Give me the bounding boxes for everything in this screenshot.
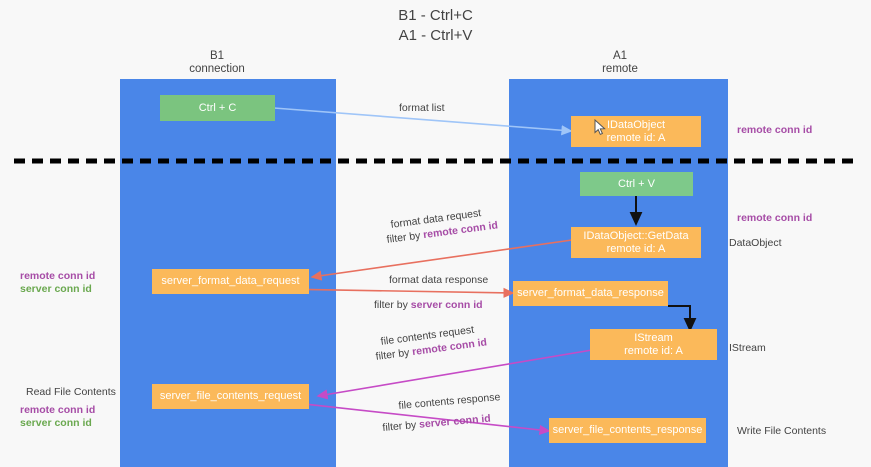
- node-idataobject[interactable]: IDataObject remote id: A: [571, 116, 701, 147]
- filter-key-server-conn-id: server conn id: [418, 412, 492, 431]
- lane-header-a1-line2: remote: [602, 63, 638, 75]
- node-ctrl-v[interactable]: Ctrl + V: [580, 172, 693, 196]
- node-server-format-data-request[interactable]: server_format_data_request: [152, 269, 309, 294]
- node-server-format-data-response-label: server_format_data_response: [517, 287, 664, 299]
- node-ctrl-v-label: Ctrl + V: [618, 177, 655, 190]
- edge-label-format-data-response: format data response: [389, 274, 489, 286]
- node-istream-line1: IStream: [634, 331, 673, 344]
- side-label-read-file-contents: Read File Contents: [26, 386, 116, 398]
- edge-label-file-contents-response-filter: filter by server conn id: [382, 413, 491, 435]
- node-server-file-contents-response-label: server_file_contents_response: [552, 424, 703, 436]
- node-istream-line2: remote id: A: [624, 344, 683, 357]
- node-getdata-line1: IDataObject::GetData: [583, 229, 689, 242]
- side-label-dataobject: DataObject: [729, 237, 782, 249]
- node-ctrl-c[interactable]: Ctrl + C: [160, 95, 275, 121]
- node-server-file-contents-request[interactable]: server_file_contents_request: [152, 384, 309, 409]
- lane-header-a1: A1 remote: [555, 50, 685, 76]
- filter-key-server-conn-id: server conn id: [410, 299, 483, 311]
- lane-header-b1-line2: connection: [189, 63, 245, 75]
- page-title: B1 - Ctrl+C A1 - Ctrl+V: [0, 6, 871, 46]
- side-label-write-file-contents: Write File Contents: [737, 425, 827, 437]
- title-line-1: B1 - Ctrl+C: [398, 7, 473, 24]
- lane-header-b1: B1 connection: [152, 50, 282, 76]
- mouse-cursor-icon: [594, 119, 606, 136]
- node-server-format-data-request-label: server_format_data_request: [161, 275, 300, 287]
- node-idataobject-line2: remote id: A: [606, 131, 666, 144]
- node-server-format-data-response[interactable]: server_format_data_response: [513, 281, 668, 306]
- edge-label-format-data-response-filter: filter by server conn id: [374, 299, 483, 312]
- node-server-file-contents-response[interactable]: server_file_contents_response: [549, 418, 706, 443]
- side-label-left-server-conn-id-2: server conn id: [20, 417, 92, 429]
- side-label-left-remote-conn-id-2: remote conn id: [20, 404, 96, 416]
- side-label-remote-conn-id-top: remote conn id: [737, 124, 813, 136]
- title-line-2: A1 - Ctrl+V: [398, 27, 473, 44]
- filter-prefix: filter by: [374, 299, 411, 311]
- side-label-left-remote-conn-id: remote conn id: [20, 270, 96, 282]
- node-istream[interactable]: IStream remote id: A: [590, 329, 717, 360]
- edge-label-format-list: format list: [399, 102, 445, 114]
- lane-header-b1-line1: B1: [209, 50, 225, 62]
- lane-header-a1-line1: A1: [612, 50, 628, 62]
- side-label-left-server-conn-id: server conn id: [20, 283, 92, 295]
- node-getdata[interactable]: IDataObject::GetData remote id: A: [571, 227, 701, 258]
- side-label-istream: IStream: [729, 342, 766, 354]
- node-idataobject-line1: IDataObject: [606, 118, 666, 131]
- filter-prefix: filter by: [382, 418, 420, 434]
- edge-label-file-contents-response: file contents response: [398, 391, 501, 412]
- node-getdata-line2: remote id: A: [606, 242, 666, 255]
- side-label-remote-conn-id-mid: remote conn id: [737, 212, 813, 224]
- node-server-file-contents-request-label: server_file_contents_request: [159, 390, 302, 402]
- node-ctrl-c-label: Ctrl + C: [198, 101, 237, 114]
